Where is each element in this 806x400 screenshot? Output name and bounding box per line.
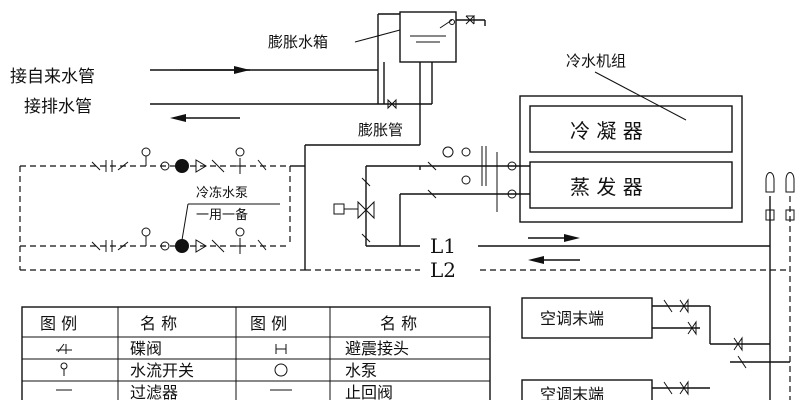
terminal-2-label: 空调末端 <box>540 385 604 400</box>
L1-label: L1 <box>430 234 456 258</box>
terminal-2 <box>521 379 710 400</box>
bypass-assembly <box>333 165 420 247</box>
shock-joint-symbol <box>275 344 287 354</box>
tap-water-pipe <box>150 66 378 74</box>
drain-label: 接排水管 <box>24 97 92 117</box>
chiller-connections <box>399 146 530 246</box>
legend-header-symbol-2: 图 例 <box>250 314 287 333</box>
pump-note: 一用一备 <box>196 207 248 223</box>
expansion-tank <box>354 11 486 118</box>
tap-water-label: 接自来水管 <box>10 67 95 87</box>
condenser-label: 冷 凝 器 <box>570 119 643 143</box>
legend-header-symbol-1: 图 例 <box>40 314 77 333</box>
pump-row-1 <box>91 147 267 174</box>
legend-header-name-2: 名 称 <box>380 314 417 333</box>
expansion-pipe-label: 膨胀管 <box>358 121 403 139</box>
flow-switch-symbol <box>60 362 68 370</box>
L2-label: L2 <box>430 258 456 282</box>
pump-row-2 <box>91 227 267 254</box>
legend-row-2-left: 水流开关 <box>130 361 194 380</box>
butterfly-valve-symbol <box>56 343 72 354</box>
pump-loop <box>19 165 305 271</box>
pump-label: 冷冻水泵 <box>196 185 248 201</box>
legend-header-name-1: 名 称 <box>140 314 177 333</box>
chiller-unit <box>519 71 743 223</box>
legend-row-2-right: 水泵 <box>345 361 377 380</box>
drain-pipe <box>150 103 372 122</box>
terminal-1-label: 空调末端 <box>540 309 604 328</box>
legend-table: 图 例 名 称 图 例 名 称 碟阀 避震接头 水流开关 水泵 过滤器 止回阀 <box>21 306 491 400</box>
legend-row-3-left: 过滤器 <box>130 383 178 400</box>
legend-row-3-right: 止回阀 <box>345 383 393 400</box>
legend-row-1-right: 避震接头 <box>345 339 409 358</box>
expansion-tank-label: 膨胀水箱 <box>268 33 328 51</box>
terminal-1 <box>521 297 790 369</box>
risers <box>765 172 795 400</box>
chiller-label: 冷水机组 <box>566 52 626 70</box>
pump-symbol <box>274 363 288 377</box>
evaporator-label: 蒸 发 器 <box>570 175 643 199</box>
legend-row-1-left: 碟阀 <box>130 339 162 358</box>
